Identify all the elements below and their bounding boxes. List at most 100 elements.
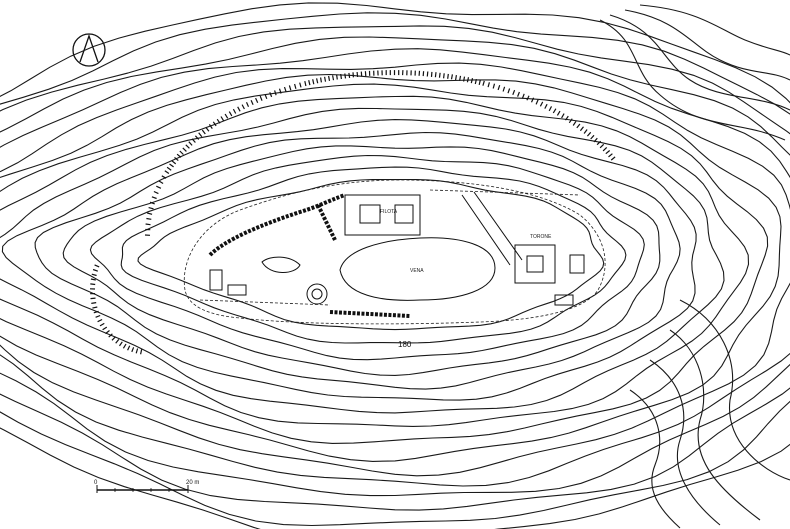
- hatch-mark: [356, 71, 359, 78]
- hatch-mark: [434, 72, 437, 78]
- hatch-mark: [146, 217, 152, 220]
- contour-tail: [609, 14, 790, 111]
- contour-line: [0, 48, 790, 487]
- hatch-mark: [590, 134, 595, 140]
- hatch-mark: [156, 185, 162, 189]
- hatch-mark: [245, 102, 250, 108]
- hatch-mark: [348, 72, 351, 78]
- contour-tail: [639, 4, 790, 56]
- contour-tail: [629, 389, 681, 529]
- hatch-mark: [487, 82, 490, 88]
- contour-tail: [599, 19, 786, 141]
- hatch-mark: [158, 180, 164, 185]
- hatch-mark: [241, 104, 245, 110]
- hatch-mark: [198, 132, 203, 138]
- hatch-mark: [602, 146, 608, 152]
- hatch-mark: [328, 75, 331, 82]
- hatch-mark: [105, 330, 110, 335]
- hatch-mark: [283, 86, 287, 92]
- hatch-mark: [530, 97, 535, 103]
- hatch-mark: [548, 106, 553, 112]
- hatch-mark: [482, 80, 485, 86]
- contour-elevation-label: 180: [398, 340, 412, 349]
- hatch-mark: [426, 71, 429, 77]
- hatch-mark: [92, 306, 98, 309]
- hatch-mark: [583, 129, 588, 134]
- hatch-mark: [556, 110, 561, 116]
- contour-line: [0, 25, 790, 511]
- hatch-mark: [278, 88, 282, 94]
- hatch-mark: [586, 131, 592, 137]
- hatch-mark: [336, 74, 338, 80]
- hatch-mark: [102, 326, 108, 331]
- hatch-mark: [299, 82, 302, 88]
- hatch-mark: [502, 86, 506, 92]
- hatch-mark: [521, 93, 525, 99]
- hatch-mark: [97, 318, 103, 323]
- hatch-mark: [171, 160, 177, 165]
- hatch-mark: [224, 113, 229, 119]
- contour-line: [0, 73, 782, 462]
- hatch-mark: [269, 92, 273, 98]
- hatch-mark: [122, 343, 127, 349]
- contour-line: [0, 95, 750, 427]
- hatch-mark: [463, 76, 466, 82]
- contour-line: [1, 119, 697, 401]
- hatch-mark: [91, 273, 97, 277]
- hatch-mark: [466, 77, 470, 83]
- hatch-mark: [164, 170, 170, 174]
- embankment-hatching: [89, 70, 616, 355]
- hatch-mark: [131, 347, 135, 353]
- hatch-mark: [232, 108, 237, 114]
- contour-tail: [679, 299, 790, 481]
- contour-tail: [649, 359, 721, 526]
- hatch-mark: [605, 150, 611, 155]
- contour-line: [0, 107, 725, 414]
- hatch-mark: [179, 150, 184, 155]
- hatch-mark: [526, 95, 530, 101]
- hatch-mark: [166, 166, 172, 171]
- hatch-mark: [115, 339, 120, 344]
- hatch-mark: [340, 73, 342, 80]
- central-area-label: VENA: [410, 268, 424, 274]
- hatch-mark: [93, 310, 99, 314]
- hatch-mark: [119, 341, 123, 347]
- contour-line: [120, 166, 627, 344]
- hatch-mark: [474, 78, 477, 85]
- hatch-mark: [99, 322, 105, 327]
- hatch-mark: [593, 137, 598, 143]
- hatch-mark: [182, 147, 187, 152]
- scale-bar: 0 20 m: [94, 480, 199, 493]
- hatch-mark: [316, 78, 319, 84]
- hatch-mark: [308, 80, 311, 86]
- hatch-mark: [145, 223, 151, 226]
- hatch-mark: [596, 140, 602, 146]
- hatch-mark: [568, 118, 573, 124]
- central-pond: [339, 237, 496, 301]
- hatch-mark: [459, 75, 462, 81]
- hatch-mark: [572, 120, 577, 126]
- hatch-mark: [450, 74, 453, 80]
- hatch-mark: [220, 116, 225, 122]
- ruins-plan: [183, 179, 606, 325]
- hatch-mark: [188, 141, 193, 146]
- hatch-mark: [517, 91, 520, 97]
- hatch-mark: [194, 135, 200, 140]
- contour-line: [62, 145, 661, 376]
- hatch-mark: [92, 268, 99, 272]
- hatch-mark: [108, 333, 113, 338]
- hatch-mark: [250, 99, 254, 105]
- hatch-mark: [579, 126, 584, 132]
- hatch-mark: [576, 123, 581, 129]
- hatch-mark: [95, 314, 101, 318]
- hatch-mark: [274, 90, 277, 96]
- hatch-mark: [470, 78, 474, 84]
- hatch-mark: [148, 207, 154, 210]
- hatch-mark: [94, 264, 100, 268]
- contour-tail: [624, 9, 790, 81]
- hatch-mark: [539, 101, 544, 107]
- hatch-mark: [455, 75, 457, 81]
- contour-line: [0, 62, 790, 477]
- hatch-mark: [599, 143, 605, 149]
- round-tower: [306, 283, 328, 305]
